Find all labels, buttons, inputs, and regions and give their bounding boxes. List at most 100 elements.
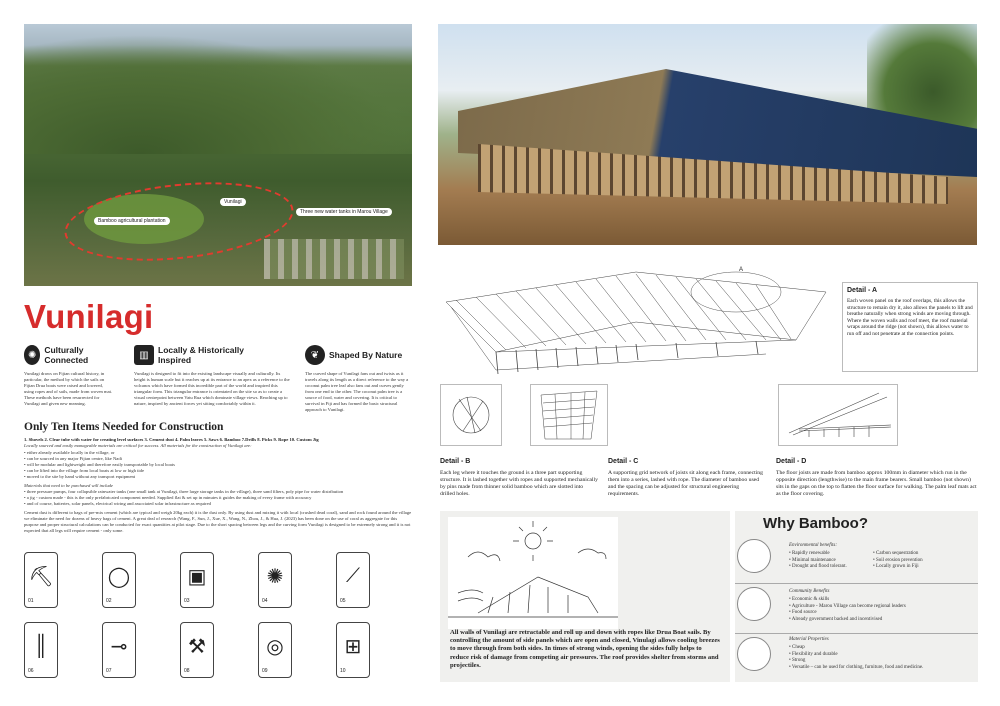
list-item: Economic & skills	[789, 597, 975, 604]
tool-card: ⚒08	[180, 622, 214, 678]
feature-heading: Culturally Connected	[44, 345, 89, 365]
community-list: Economic & skills Agriculture - Marou Vi…	[789, 597, 975, 623]
list-item: Drought and flood tolerant.	[789, 564, 869, 571]
detail-c-drawing	[540, 390, 598, 440]
tools-grid: ⛏01 ◯02 ▣03 ✺04 ⟋05 ║06 ⊸07 ⚒08 ◎09 ⊞10	[24, 552, 414, 686]
community-icon	[737, 587, 771, 621]
label-a: A	[739, 267, 743, 273]
feature-heading: Shaped By Nature	[329, 350, 403, 360]
material-icon	[737, 637, 771, 671]
page-title: Vunilagi	[24, 298, 154, 335]
divider	[735, 583, 978, 584]
tool-card: ║06	[24, 622, 58, 678]
list-item: • can be lifted into the village from lo…	[24, 468, 145, 473]
detail-c-text: A supporting grid network of joists sit …	[608, 470, 763, 497]
feature-nature: ❦ Shaped By Nature The curved shape of V…	[305, 345, 411, 413]
items-intro: Locally sourced and easily manageable ma…	[24, 443, 252, 448]
jig-icon: ⊞	[344, 635, 362, 658]
list-item: Carbon sequestration	[873, 551, 923, 558]
drill-icon: ⊸	[110, 635, 128, 658]
list-item: • three pressure pumps, four collapsible…	[24, 489, 344, 494]
list-item: Agriculture - Marou Village can become r…	[789, 604, 975, 611]
structure-drawing: A	[445, 267, 827, 375]
detail-d-heading: Detail - D	[776, 458, 807, 465]
detail-b-sketch	[440, 384, 502, 446]
detail-b-drawing	[452, 396, 490, 434]
items-list: 1. Shovels 2. Clear tube with water for …	[24, 437, 319, 442]
why-bamboo-title: Why Bamboo?	[763, 515, 868, 532]
bamboo-icon: ║	[33, 634, 49, 657]
sun-icon	[524, 532, 542, 550]
detail-d-drawing	[788, 392, 892, 437]
community-section: Community Benefits Economic & skills Agr…	[789, 589, 975, 623]
list-item: Food source	[789, 610, 975, 617]
material-list: Cheap Flexibility and durable Strong Ver…	[789, 645, 975, 671]
tool-card: ◎09	[258, 622, 292, 678]
items-body: 1. Shovels 2. Clear tube with water for …	[24, 437, 412, 534]
list-item: Minimal maintenance	[789, 558, 869, 565]
tool-card: ⊸07	[102, 622, 136, 678]
leaf-icon: ❦	[305, 345, 325, 365]
detail-d-text: The floor joists are made from bamboo ap…	[776, 470, 977, 497]
roof-ribs	[455, 273, 792, 351]
purchase-bullets: • three pressure pumps, four collapsible…	[24, 489, 412, 507]
detail-b-heading: Detail - B	[440, 458, 471, 465]
cement-text: Cement dust is different to bags of pre-…	[24, 510, 412, 533]
tool-card: ◯02	[102, 552, 136, 608]
feature-text: The curved shape of Vunilagi fans out an…	[305, 371, 409, 412]
airflow-text: All walls of Vunilagi are retractable an…	[450, 629, 720, 669]
airflow-sketch	[448, 517, 618, 629]
mountain-area	[24, 34, 412, 154]
label-water-tanks: Three new water tanks in Marou Village	[296, 208, 392, 216]
items-bullets: • either already available locally in th…	[24, 450, 412, 480]
tool-card: ✺04	[258, 552, 292, 608]
list-item: Flexibility and durable	[789, 652, 975, 659]
shovel-icon: ⛏	[28, 565, 54, 588]
sun-icon: ✺	[24, 345, 41, 365]
tool-card: ⟋05	[336, 552, 370, 608]
tool-card: ⊞10	[336, 622, 370, 678]
label-plantation: Bamboo agricultural plantation	[94, 217, 170, 225]
pick-icon: ⚒	[188, 635, 206, 658]
environment-list-a: Rapidly renewable Minimal maintenance Dr…	[789, 551, 869, 571]
list-item: • can be sourced in any major Fijian cen…	[24, 456, 122, 461]
list-item: Strong	[789, 658, 975, 665]
airflow-panel: All walls of Vunilagi are retractable an…	[440, 511, 730, 682]
environment-section: Environmental benefits: Rapidly renewabl…	[789, 543, 975, 571]
tower-icon: ▥	[134, 345, 154, 365]
detail-a-box: Detail - A Each woven panel on the roof …	[842, 282, 978, 372]
legs	[495, 340, 759, 375]
tube-icon: ◯	[107, 565, 131, 588]
purchase-intro: Materials that need to be purchased will…	[24, 483, 114, 488]
detail-c-heading: Detail - C	[608, 458, 639, 465]
feature-culture: ✺ Culturally Connected Vunilagi draws on…	[24, 345, 114, 407]
environment-icon	[737, 539, 771, 573]
list-item: • will be modular and lightweight and th…	[24, 462, 175, 467]
detail-d-sketch	[778, 384, 898, 446]
detail-b-text: Each leg where it touches the ground is …	[440, 470, 598, 497]
list-item: Locally grown in Fiji	[873, 564, 923, 571]
building-render	[438, 24, 977, 245]
tool-card: ⛏01	[24, 552, 58, 608]
list-item: • and of course, batteries, solar panels…	[24, 501, 211, 506]
feature-text: Vunilagi draws on Fijian cultural histor…	[24, 371, 113, 406]
list-item: • moved to the site by hand without any …	[24, 474, 136, 479]
section-heading: Material Properties	[789, 637, 829, 642]
list-item: • a jig - custom made - this is the only…	[24, 495, 312, 500]
environment-list-b: Carbon sequestration Soil erosion preven…	[873, 551, 923, 571]
label-vunilagi: Vunilagi	[220, 198, 246, 206]
list-item: Soil erosion prevention	[873, 558, 923, 565]
why-bamboo-panel: Why Bamboo? Environmental benefits: Rapi…	[735, 511, 978, 682]
list-item: • either already available locally in th…	[24, 450, 115, 455]
feature-local: ▥ Locally & Historically Inspired Vunila…	[134, 345, 290, 407]
detail-a-heading: Detail - A	[847, 287, 878, 294]
list-item: Already government backed and incentivis…	[789, 617, 975, 624]
detail-c: Detail - C A supporting grid network of …	[608, 458, 768, 498]
material-section: Material Properties Cheap Flexibility an…	[789, 637, 975, 671]
feature-heading: Locally & Historically Inspired	[158, 345, 244, 365]
section-heading: Community Benefits	[789, 589, 830, 594]
list-item: Cheap	[789, 645, 975, 652]
cement-bag-icon: ▣	[187, 565, 207, 588]
divider	[735, 633, 978, 634]
village-area	[264, 239, 404, 279]
